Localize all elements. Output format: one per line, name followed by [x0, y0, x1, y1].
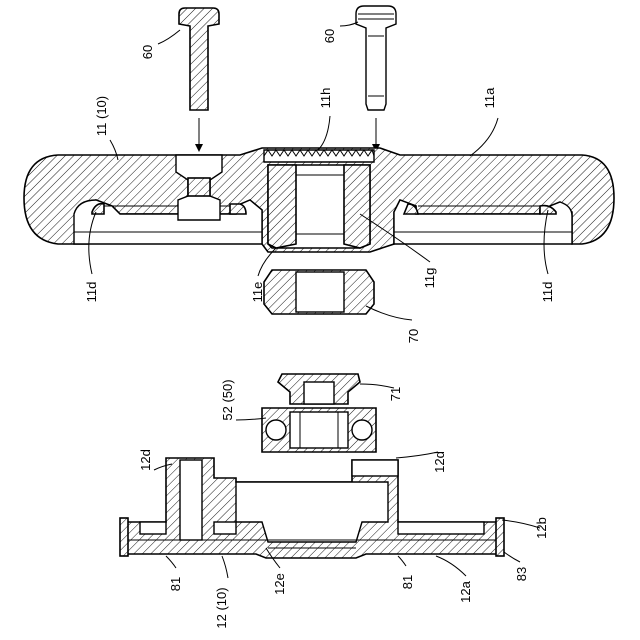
label-lower-right-plate: 83 — [514, 567, 529, 581]
label-lower-right-flange: 12b — [534, 517, 549, 539]
label-bearing: 52 (50) — [220, 379, 235, 420]
screw-right — [356, 6, 396, 110]
label-upper-left-slot: 11d — [84, 282, 99, 303]
cap — [278, 374, 360, 404]
label-lower-center: 12e — [272, 573, 287, 595]
label-upper-right-slot: 11d — [540, 282, 555, 303]
label-lower-left-pad: 81 — [168, 577, 183, 591]
label-upper-center: 11h — [318, 88, 333, 109]
label-cap: 71 — [388, 387, 403, 401]
label-upper-recess: 11e — [250, 282, 265, 303]
label-upper-side: 11a — [482, 87, 497, 108]
label-screw-left: 60 — [140, 45, 155, 59]
label-lower-right-step: 12d — [432, 451, 447, 473]
screw-left — [179, 8, 219, 110]
label-upper-bore: 11g — [422, 268, 437, 289]
label-lower-body: 12 (10) — [214, 587, 229, 628]
label-nut: 70 — [406, 329, 421, 343]
label-screw-right: 60 — [322, 29, 337, 43]
bearing — [262, 408, 376, 452]
upper-body — [24, 148, 614, 252]
label-lower-mid-pad: 81 — [400, 575, 415, 589]
label-lower-base: 12a — [458, 580, 473, 602]
nut — [264, 270, 374, 314]
label-upper-body: 11 (10) — [94, 96, 109, 136]
label-lower-left-boss: 12d — [138, 449, 153, 471]
